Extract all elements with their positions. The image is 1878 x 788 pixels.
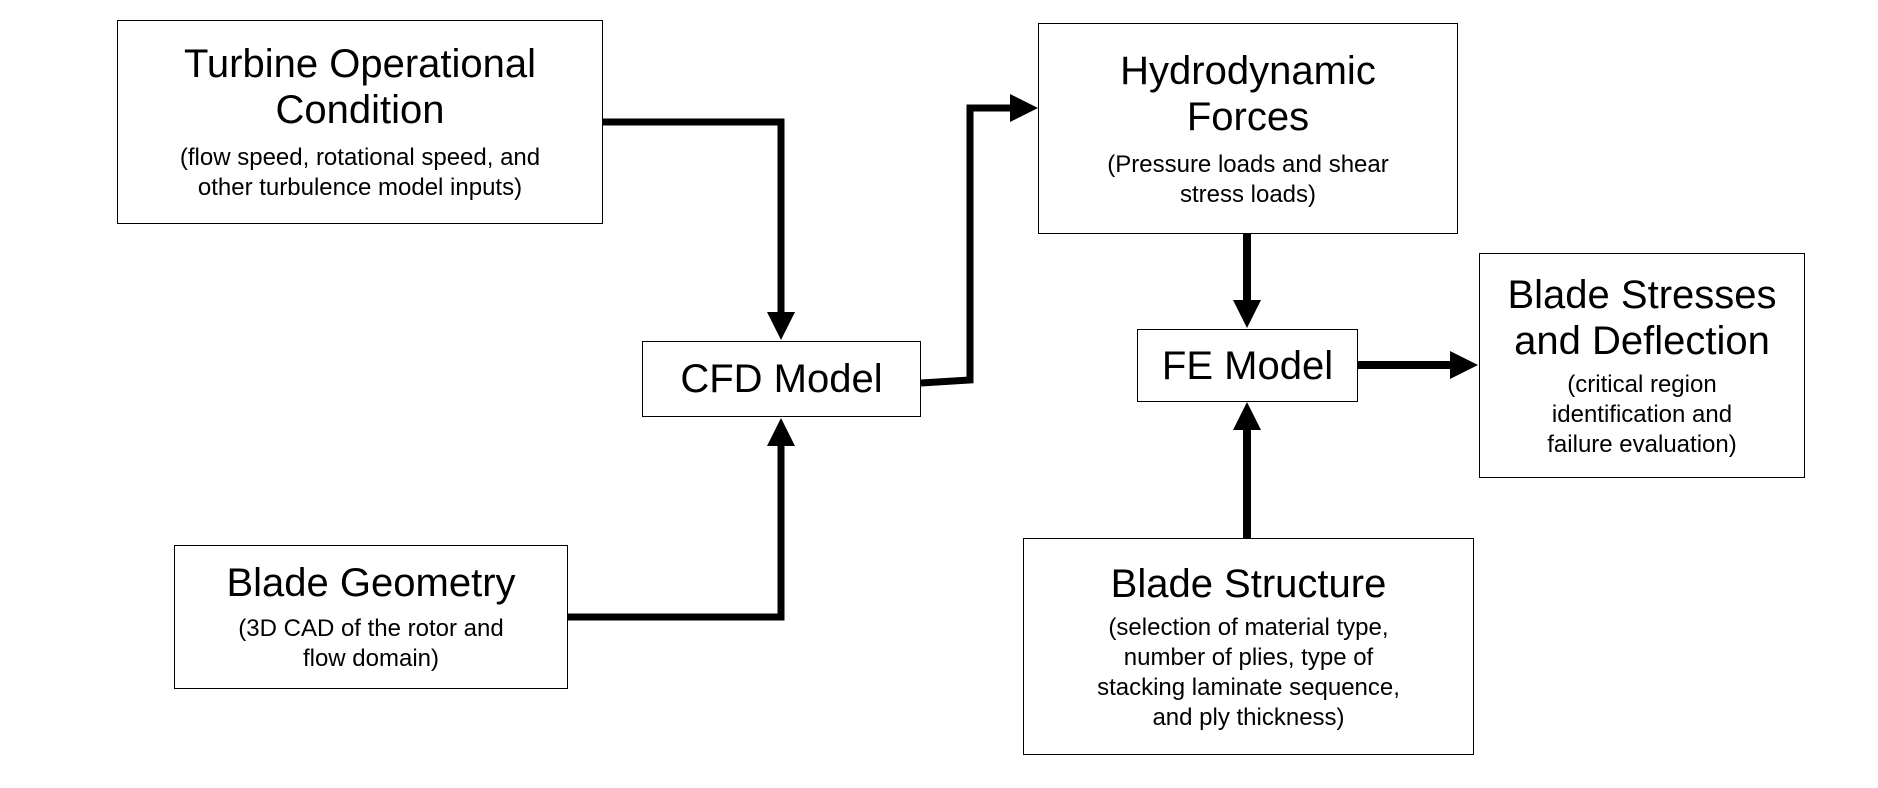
arrow-fe-to-stress — [1358, 351, 1478, 379]
node-description: (selection of material type, number of p… — [1097, 613, 1400, 731]
node-cfd-model: CFD Model — [642, 341, 921, 417]
arrow-structure-to-fe — [1233, 402, 1261, 538]
node-title: Blade Structure — [1110, 561, 1387, 606]
node-blade-stresses-and-deflection: Blade Stresses and Deflection (critical … — [1479, 253, 1805, 478]
node-description: (3D CAD of the rotor and flow domain) — [238, 615, 504, 672]
node-fe-model: FE Model — [1137, 329, 1358, 402]
node-title: Blade Geometry — [226, 561, 516, 605]
node-title: Blade Stresses and Deflection — [1507, 272, 1777, 363]
node-title: Hydrodynamic Forces — [1120, 48, 1376, 139]
node-title: CFD Model — [680, 357, 883, 401]
node-turbine-operational-condition: Turbine Operational Condition (flow spee… — [117, 20, 603, 224]
arrow-hydro-to-fe — [1233, 234, 1261, 328]
node-blade-structure: Blade Structure (selection of material t… — [1023, 538, 1474, 755]
node-description: (flow speed, rotational speed, and other… — [179, 144, 541, 201]
arrow-cfd-to-hydro — [920, 94, 1038, 387]
node-title: Turbine Operational Condition — [183, 42, 537, 132]
node-description: (critical region identification and fail… — [1547, 370, 1737, 458]
arrow-turbine-to-cfd — [603, 118, 795, 340]
node-title: FE Model — [1161, 343, 1334, 388]
node-description: (Pressure loads and shear stress loads) — [1107, 150, 1389, 208]
arrow-geometry-to-cfd — [568, 418, 795, 621]
node-hydrodynamic-forces: Hydrodynamic Forces (Pressure loads and … — [1038, 23, 1458, 234]
node-blade-geometry: Blade Geometry (3D CAD of the rotor and … — [174, 545, 568, 689]
